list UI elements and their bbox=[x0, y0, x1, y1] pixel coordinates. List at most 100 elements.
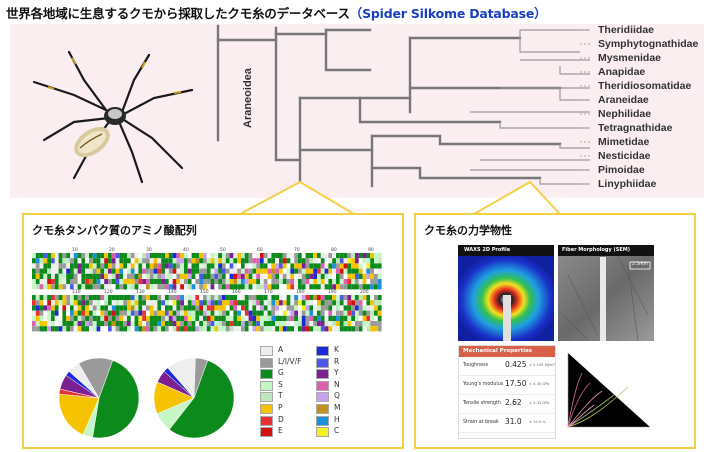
legend-label: Q bbox=[334, 391, 340, 401]
legend-label: T bbox=[278, 391, 283, 401]
legend-swatch bbox=[316, 427, 329, 438]
taxon-label: Nesticidae bbox=[598, 150, 651, 162]
property-row: Strain at break 31.0 ± 10.0 % bbox=[459, 414, 555, 433]
legend-swatch bbox=[260, 380, 273, 391]
legend-label: P bbox=[278, 403, 283, 412]
property-unit: ± 0.33 GPa bbox=[529, 401, 550, 405]
legend-label: R bbox=[334, 356, 340, 366]
legend-swatch bbox=[260, 427, 273, 438]
legend-label: C bbox=[334, 426, 340, 436]
ruler-tick: 80 bbox=[331, 247, 337, 253]
property-unit: ± 4.30 GPa bbox=[529, 382, 550, 386]
legend-swatch bbox=[316, 392, 329, 403]
composition-pies bbox=[58, 357, 235, 439]
taxon-label: Pimoidae bbox=[598, 164, 645, 176]
sem-scale: 2.5mm bbox=[632, 262, 648, 267]
property-unit: ± 0.104 MJ/m³ bbox=[529, 363, 555, 367]
ruler-tick: 110 bbox=[72, 289, 81, 295]
ruler-tick: 160 bbox=[232, 289, 241, 295]
legend-label: A bbox=[278, 345, 284, 354]
waxs-image: WAXS 2D Profile bbox=[458, 245, 554, 341]
properties-header: Mechanical Properties bbox=[459, 346, 555, 357]
ruler-tick: 140 bbox=[168, 289, 177, 295]
ruler-tick: 120 bbox=[104, 289, 113, 295]
ruler-tick: 60 bbox=[257, 247, 263, 253]
legend-swatch bbox=[260, 346, 273, 356]
taxon-label: Nephilidae bbox=[598, 108, 652, 120]
ruler-tick: 90 bbox=[368, 247, 374, 253]
taxon-label: Mimetidae bbox=[598, 136, 650, 148]
property-value: 31.0 bbox=[505, 417, 522, 426]
legend-swatch bbox=[316, 415, 329, 426]
ruler-tick: 200 bbox=[360, 289, 369, 295]
property-name: Tensile strength bbox=[463, 401, 501, 406]
panel-title-mech: クモ糸の力学物性 bbox=[424, 224, 512, 237]
legend-swatch bbox=[260, 415, 273, 426]
pie-slice bbox=[58, 393, 100, 435]
ruler-tick: 150 bbox=[200, 289, 209, 295]
property-row: Tensile strength 2.62 ± 0.33 GPa bbox=[459, 395, 555, 414]
legend-swatch bbox=[316, 380, 329, 391]
waxs-label: WAXS 2D Profile bbox=[464, 247, 511, 253]
legend-swatch bbox=[316, 346, 329, 356]
taxon-label: Araneidae bbox=[598, 94, 649, 106]
taxon-label: Theridiosomatidae bbox=[598, 80, 692, 92]
pie-slice bbox=[92, 360, 140, 439]
legend-label: E bbox=[278, 426, 283, 436]
legend-swatch bbox=[316, 404, 329, 414]
property-name: Toughness bbox=[463, 363, 489, 368]
legend-swatch bbox=[260, 392, 273, 403]
legend-swatch bbox=[260, 369, 273, 380]
ruler-tick: 130 bbox=[136, 289, 145, 295]
ruler-tick: 50 bbox=[220, 247, 226, 253]
clade-label: Araneoidea bbox=[242, 68, 254, 128]
property-row: Toughness 0.425± 0.104 MJ/m³ bbox=[459, 357, 555, 376]
property-name: Young's modulus bbox=[463, 382, 504, 387]
legend-label: N bbox=[334, 379, 340, 389]
ruler-tick: 30 bbox=[146, 247, 152, 253]
legend-label: K bbox=[334, 345, 339, 354]
taxon-label: Mysmenidae bbox=[598, 52, 662, 64]
title-en: （Spider Silkome Database） bbox=[349, 6, 547, 21]
phylogeny-banner bbox=[10, 24, 704, 198]
taxon-label: Linyphiidae bbox=[598, 178, 657, 190]
legend-label: S bbox=[278, 379, 283, 389]
taxon-label: Theridiidae bbox=[598, 24, 655, 36]
title-jp: 世界各地域に生息するクモから採取したクモ糸のデータベース bbox=[6, 6, 350, 21]
legend-swatch bbox=[260, 357, 273, 368]
sem-image: Fiber Morphology (SEM) 2.5mm bbox=[558, 245, 654, 342]
pie-slice bbox=[78, 357, 114, 399]
ruler-tick: 70 bbox=[294, 247, 300, 253]
panel-title-aa: クモ糸タンパク質のアミノ酸配列 bbox=[32, 224, 197, 237]
ruler-tick: 190 bbox=[328, 289, 337, 295]
property-value: 0.425 bbox=[505, 360, 527, 369]
ruler-tick: 180 bbox=[296, 289, 305, 295]
pie-slice bbox=[168, 360, 235, 439]
property-unit: ± 10.0 % bbox=[529, 420, 546, 424]
legend-swatch bbox=[260, 404, 273, 414]
legend-label: G bbox=[278, 368, 284, 378]
legend-swatch bbox=[316, 357, 329, 368]
legend-label: H bbox=[334, 414, 340, 424]
ruler-tick: 170 bbox=[264, 289, 273, 295]
property-name: Strain at break bbox=[463, 420, 499, 425]
taxon-label: Anapidae bbox=[598, 66, 646, 78]
legend-swatch bbox=[316, 369, 329, 380]
page-title: 世界各地域に生息するクモから採取したクモ糸のデータベース（Spider Silk… bbox=[6, 3, 547, 22]
property-value: 2.62 bbox=[505, 398, 522, 407]
taxon-label: Tetragnathidae bbox=[598, 122, 673, 134]
phylogenetic-tree bbox=[216, 24, 592, 198]
mechanical-panel: クモ糸の力学物性 WAXS 2D Profile bbox=[414, 213, 696, 449]
property-value: 17.50 bbox=[505, 379, 527, 388]
legend-label: D bbox=[278, 414, 284, 424]
pie-slice bbox=[193, 357, 209, 399]
legend-label: Y bbox=[334, 368, 339, 378]
taxon-label: Symphytognathidae bbox=[598, 38, 699, 50]
legend-label: M bbox=[334, 403, 341, 412]
ruler-tick: 40 bbox=[183, 247, 189, 253]
